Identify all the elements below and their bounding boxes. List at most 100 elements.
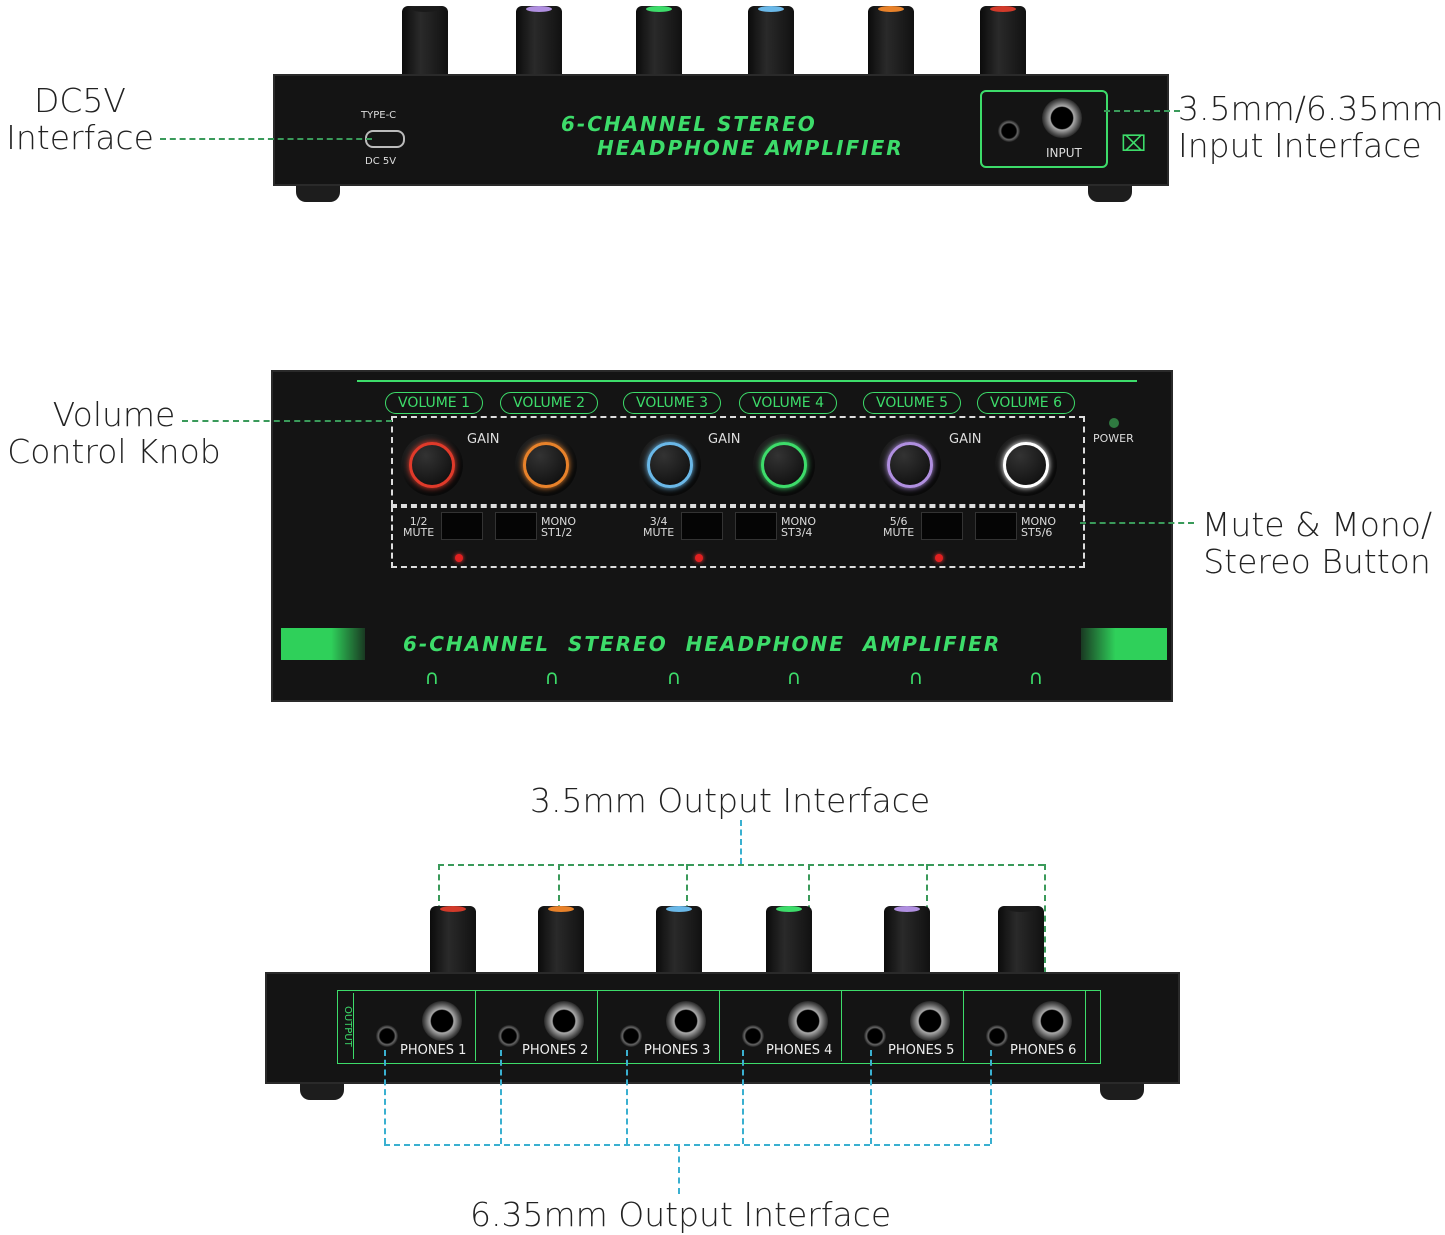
power-led xyxy=(1109,418,1119,428)
top-device-body: TYPE-C DC 5V 6-CHANNEL STEREO HEADPHONE … xyxy=(273,74,1169,186)
headphone-icon-1: ∩ xyxy=(424,665,440,689)
knob-group-box xyxy=(391,416,1085,506)
mono-button-2[interactable] xyxy=(735,512,777,540)
mono-label-2: MONO ST3/4 xyxy=(781,515,817,539)
knob-ring-4[interactable] xyxy=(761,442,807,488)
gain-label-1: GAIN xyxy=(467,432,500,447)
input-jack-35 xyxy=(998,120,1020,142)
top-knob-6 xyxy=(980,6,1026,76)
volume-knob-2[interactable] xyxy=(515,434,577,496)
mute-label-2: 3/4 MUTE xyxy=(643,515,675,539)
volume-label-3: VOLUME 3 xyxy=(623,392,721,414)
volume-knob-5[interactable] xyxy=(879,434,941,496)
out35-drop-6 xyxy=(1044,864,1046,994)
rear-knob-4 xyxy=(766,906,812,974)
output-cell-6: PHONES 6 xyxy=(964,991,1086,1061)
callout-volume: Volume Control Knob xyxy=(7,395,221,471)
headphone-icon-6: ∩ xyxy=(1028,665,1044,689)
top-title-line2: HEADPHONE AMPLIFIER xyxy=(597,136,904,160)
out-jack-35-3 xyxy=(620,1025,642,1047)
out-jack-35-2 xyxy=(498,1025,520,1047)
knob-ring-5[interactable] xyxy=(887,442,933,488)
callout-dc5v: DC5V Interface xyxy=(6,81,154,157)
rear-knob-cap-2 xyxy=(548,906,574,912)
out635-bar xyxy=(384,1144,990,1146)
volume-knob-6[interactable] xyxy=(995,434,1057,496)
rear-knob-cap-1 xyxy=(440,906,466,912)
rear-foot-left xyxy=(300,1084,344,1100)
out-jack-635-2 xyxy=(544,1001,584,1041)
volume-label-4: VOLUME 4 xyxy=(739,392,837,414)
headphone-icon-2: ∩ xyxy=(544,665,560,689)
out35-bar xyxy=(438,864,1044,866)
top-knob-3 xyxy=(636,6,682,76)
gain-label-3: GAIN xyxy=(949,432,982,447)
mono-button-3[interactable] xyxy=(975,512,1017,540)
knob-ring-3[interactable] xyxy=(647,442,693,488)
rear-knob-cap-5 xyxy=(894,906,920,912)
phones-label-2: PHONES 2 xyxy=(522,1043,589,1058)
knob-ring-6[interactable] xyxy=(1003,442,1049,488)
gain-label-2: GAIN xyxy=(708,432,741,447)
out-jack-635-3 xyxy=(666,1001,706,1041)
mute-button-2[interactable] xyxy=(681,512,723,540)
input-label: INPUT xyxy=(1046,146,1082,160)
front-title: 6-CHANNEL STEREO HEADPHONE AMPLIFIER xyxy=(403,632,1002,656)
out-jack-635-6 xyxy=(1032,1001,1072,1041)
mute-leader xyxy=(1080,522,1194,524)
mute-label-1: 1/2 MUTE xyxy=(403,515,435,539)
dc5v-leader xyxy=(160,138,372,140)
input-jack-635 xyxy=(1042,98,1082,138)
volume-leader xyxy=(182,420,392,422)
phones-label-5: PHONES 5 xyxy=(888,1043,955,1058)
volume-knob-4[interactable] xyxy=(753,434,815,496)
volume-knob-3[interactable] xyxy=(639,434,701,496)
volume-knob-1[interactable] xyxy=(401,434,463,496)
rear-knob-cap-6 xyxy=(1008,906,1034,912)
front-top-line xyxy=(357,380,1137,382)
phones-label-1: PHONES 1 xyxy=(400,1043,467,1058)
out-jack-635-1 xyxy=(422,1001,462,1041)
out-jack-35-5 xyxy=(864,1025,886,1047)
out635-drop-3 xyxy=(626,1050,628,1144)
weee-icon: ⌧ xyxy=(1121,132,1147,157)
input-panel: INPUT xyxy=(980,90,1108,168)
rear-knob-5 xyxy=(884,906,930,974)
headphone-icon-3: ∩ xyxy=(666,665,682,689)
top-foot-right xyxy=(1088,186,1132,202)
rear-knob-2 xyxy=(538,906,584,974)
out635-drop-6 xyxy=(990,1050,992,1144)
rear-knob-1 xyxy=(430,906,476,974)
top-knob-4 xyxy=(748,6,794,76)
mono-button-1[interactable] xyxy=(495,512,537,540)
out635-drop-5 xyxy=(870,1050,872,1144)
phones-label-3: PHONES 3 xyxy=(644,1043,711,1058)
knob-ring-1[interactable] xyxy=(409,442,455,488)
mono-label-1: MONO ST1/2 xyxy=(541,515,577,539)
stripe-left xyxy=(281,628,365,660)
mute-led-1 xyxy=(455,554,463,562)
out635-stem xyxy=(678,1146,680,1194)
volume-label-6: VOLUME 6 xyxy=(977,392,1075,414)
input-leader xyxy=(1104,110,1180,112)
headphone-icon-5: ∩ xyxy=(908,665,924,689)
mute-led-3 xyxy=(935,554,943,562)
volume-label-5: VOLUME 5 xyxy=(863,392,961,414)
top-knob-1 xyxy=(402,6,448,76)
top-device: TYPE-C DC 5V 6-CHANNEL STEREO HEADPHONE … xyxy=(0,0,1445,220)
knob-cap-3 xyxy=(646,6,672,12)
rear-foot-right xyxy=(1100,1084,1144,1100)
knob-ring-2[interactable] xyxy=(523,442,569,488)
button-group-box xyxy=(391,506,1085,568)
mute-button-1[interactable] xyxy=(441,512,483,540)
mute-button-3[interactable] xyxy=(921,512,963,540)
headphone-icon-4: ∩ xyxy=(786,665,802,689)
callout-out-635: 6.35mm Output Interface xyxy=(470,1195,892,1234)
power-label: POWER xyxy=(1093,432,1134,445)
out-jack-635-4 xyxy=(788,1001,828,1041)
type-c-label: TYPE-C xyxy=(361,110,397,121)
knob-cap-2 xyxy=(526,6,552,12)
top-foot-left xyxy=(296,186,340,202)
